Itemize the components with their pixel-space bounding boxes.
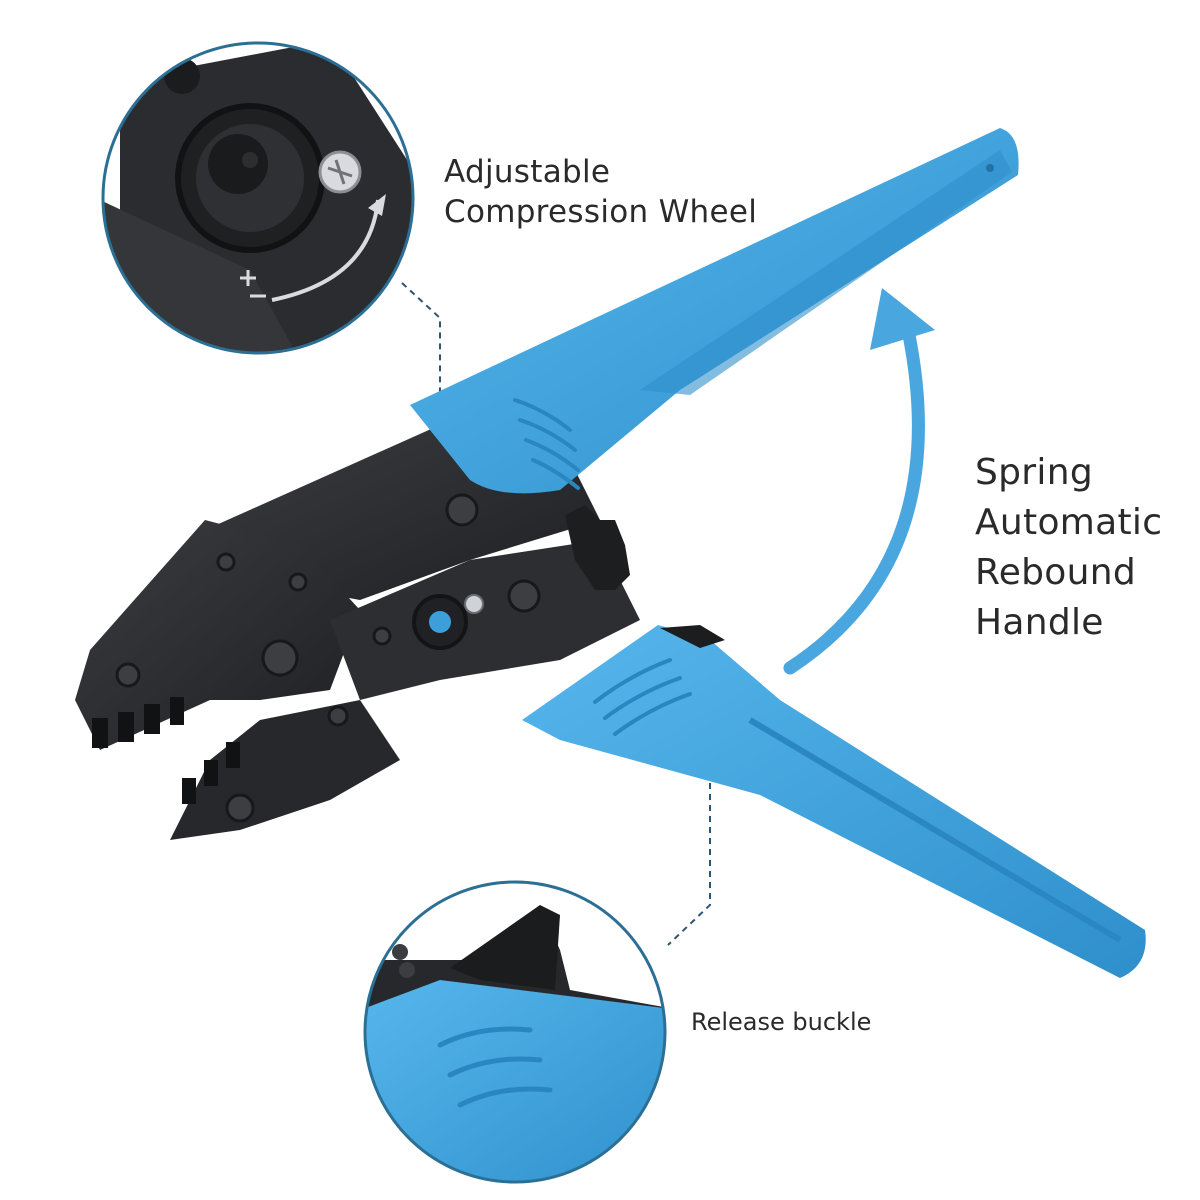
- lower-handle: [522, 625, 1146, 978]
- rebound-handle-label-line4: Handle: [975, 602, 1104, 643]
- adjustable-wheel-label: Adjustable Compression Wheel: [444, 152, 757, 232]
- upper-handle-grips: [513, 398, 580, 490]
- buckle-zoom-inset: [363, 880, 667, 1184]
- hang-hole: [986, 164, 994, 172]
- ratchet-gear: [565, 505, 630, 590]
- release-buckle: [660, 625, 725, 648]
- upper-handle: [410, 128, 1019, 494]
- upper-teeth: [92, 697, 184, 748]
- lower-handle-slot: [748, 717, 1122, 943]
- adjustable-wheel-label-line1: Adjustable: [444, 154, 611, 190]
- curved-arrow-up-icon: [783, 288, 935, 675]
- release-buckle-label: Release buckle: [691, 1008, 872, 1036]
- crimping-tool: [75, 128, 1146, 978]
- linkage-plate: [330, 540, 640, 700]
- rebound-handle-label: Spring Automatic Rebound Handle: [975, 448, 1162, 648]
- rivets: [115, 493, 541, 823]
- rebound-handle-label-line3: Rebound: [975, 552, 1137, 593]
- rebound-handle-label-line1: Spring: [975, 452, 1093, 493]
- adjustable-wheel-label-line2: Compression Wheel: [444, 194, 758, 230]
- upper-handle-shade: [640, 150, 1012, 395]
- adjust-arrow: [271, 199, 380, 302]
- plus-minus-icon: [240, 270, 266, 298]
- adjustable-wheel: [412, 594, 484, 650]
- rebound-handle-label-line2: Automatic: [975, 502, 1163, 543]
- jaw-head: [75, 520, 360, 750]
- buckle-hook: [450, 905, 560, 990]
- lower-handle-grips: [593, 658, 692, 736]
- wheel-zoom-inset: [101, 41, 415, 355]
- lower-teeth: [182, 742, 240, 804]
